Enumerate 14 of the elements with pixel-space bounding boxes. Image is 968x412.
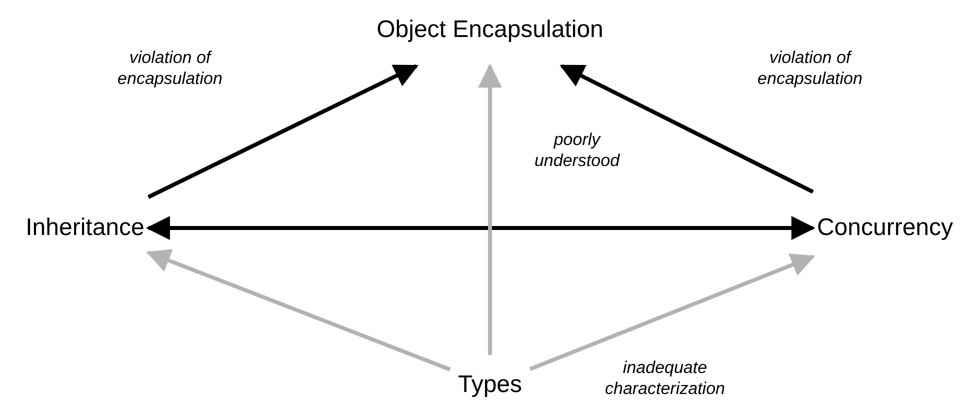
arrow [146, 249, 451, 372]
node-label: Types [458, 370, 522, 400]
node-label: Object Encapsulation [376, 15, 604, 45]
node-label: Concurrency [816, 213, 954, 243]
arrow [529, 253, 816, 371]
edge-label: violation of encapsulation [116, 47, 224, 89]
edge-label: poorly understood [533, 129, 621, 171]
edge-label: violation of encapsulation [756, 47, 864, 89]
node-label: Inheritance [26, 213, 144, 243]
arrow [560, 64, 814, 194]
arrow [146, 216, 816, 240]
edge-label: inadequate characterization [604, 357, 726, 399]
arrow [478, 64, 502, 355]
arrow [148, 64, 419, 199]
